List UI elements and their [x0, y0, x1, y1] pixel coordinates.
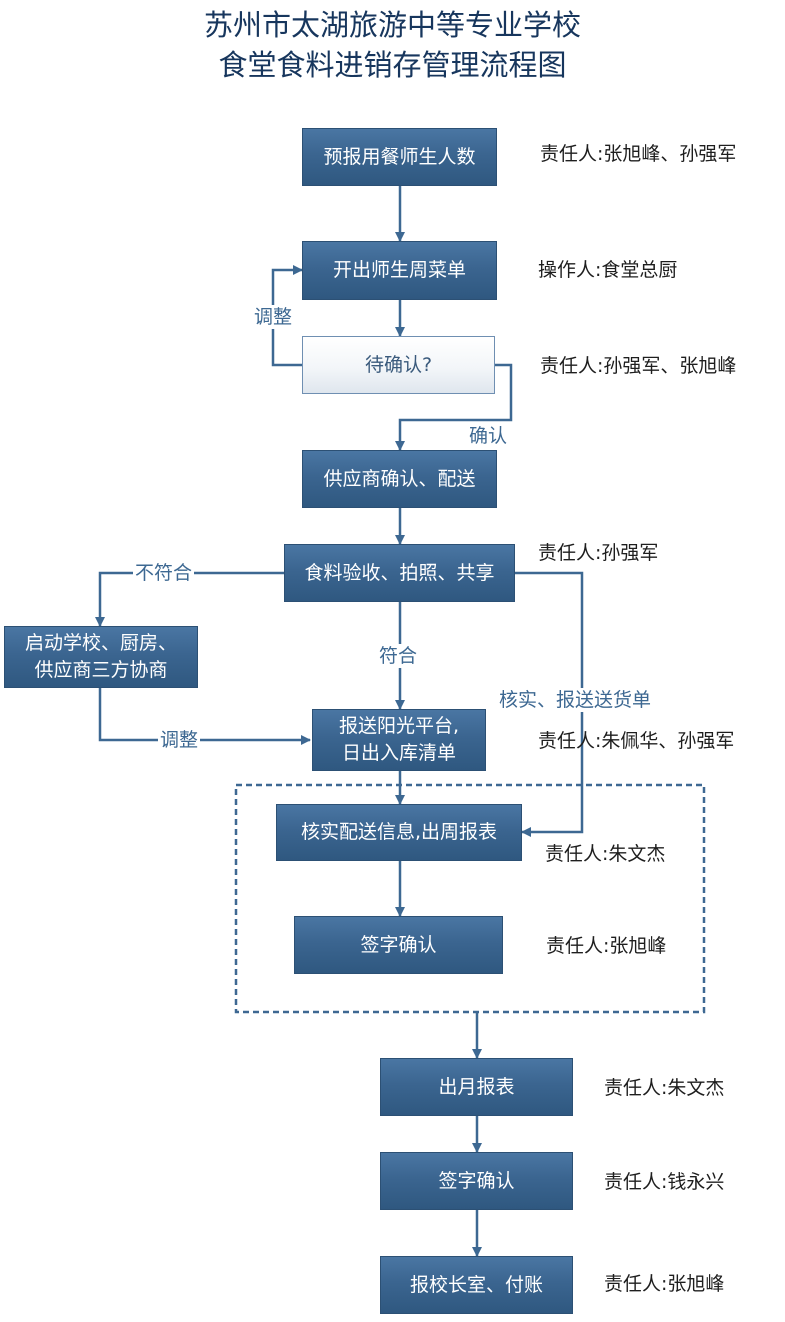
arrow-adjust-to-report: [98, 688, 311, 745]
edge-label-conform: 符合: [377, 644, 420, 668]
node-supplier-label: 供应商确认、配送: [323, 467, 476, 490]
chart-title-line1: 苏州市太湖旅游中等专业学校: [203, 8, 581, 42]
note-sign2: 责任人:钱永兴: [604, 1171, 725, 1193]
node-negotiate-label-1: 启动学校、厨房、: [24, 632, 177, 654]
node-sign2: 签字确认: [380, 1152, 573, 1210]
group-dashed-frame: [234, 783, 706, 1014]
node-menu-label: 开出师生周菜单: [332, 259, 466, 281]
edge-label-adjust-2: 调整: [158, 728, 201, 752]
edge-label-adjust-1: 调整: [252, 305, 295, 329]
node-pay: 报校长室、付账: [380, 1256, 573, 1314]
node-sign1: 签字确认: [294, 916, 503, 974]
node-negotiate-label-2: 供应商三方协商: [34, 659, 168, 681]
note-menu: 操作人:食堂总厨: [538, 259, 678, 281]
node-report-label-1: 报送阳光平台,: [338, 715, 460, 737]
note-monthly: 责任人:朱文杰: [604, 1077, 725, 1099]
note-report: 责任人:朱佩华、孙强军: [538, 730, 735, 752]
node-inspect: 食料验收、拍照、共享: [284, 544, 515, 602]
node-verify: 核实配送信息,出周报表: [276, 804, 522, 861]
node-sign2-label: 签字确认: [438, 1169, 515, 1192]
arrow-not-conform: [95, 571, 284, 627]
node-report-platform: 报送阳光平台, 日出入库清单: [312, 709, 486, 771]
node-supplier: 供应商确认、配送: [302, 450, 497, 508]
note-inspect: 责任人:孙强军: [538, 542, 659, 564]
chart-title-line2: 食堂食料进销存管理流程图: [218, 48, 567, 82]
node-negotiate: 启动学校、厨房、 供应商三方协商: [4, 626, 198, 688]
node-confirm-label: 待确认?: [364, 353, 433, 376]
node-pay-label: 报校长室、付账: [409, 1273, 543, 1296]
node-inspect-label: 食料验收、拍照、共享: [304, 561, 495, 584]
note-sign1: 责任人:张旭峰: [546, 935, 667, 957]
edge-label-not-conform: 不符合: [133, 561, 195, 585]
node-monthly-label: 出月报表: [438, 1075, 515, 1098]
edge-label-confirm: 确认: [467, 424, 510, 448]
node-forecast: 预报用餐师生人数: [302, 128, 497, 186]
node-confirm-decision: 待确认?: [302, 336, 495, 394]
node-sign1-label: 签字确认: [360, 933, 437, 956]
note-pay: 责任人:张旭峰: [604, 1273, 725, 1295]
node-report-label-2: 日出入库清单: [341, 742, 456, 764]
node-verify-label: 核实配送信息,出周报表: [300, 821, 498, 843]
arrow-confirm-to-supplier: [395, 363, 513, 451]
node-menu: 开出师生周菜单: [302, 241, 497, 300]
node-monthly: 出月报表: [380, 1058, 573, 1116]
note-confirm: 责任人:孙强军、张旭峰: [540, 355, 737, 377]
edge-label-verify-send: 核实、报送送货单: [497, 688, 654, 712]
note-verify: 责任人:朱文杰: [545, 843, 666, 865]
node-forecast-label: 预报用餐师生人数: [323, 145, 476, 168]
note-forecast: 责任人:张旭峰、孙强军: [540, 143, 737, 165]
